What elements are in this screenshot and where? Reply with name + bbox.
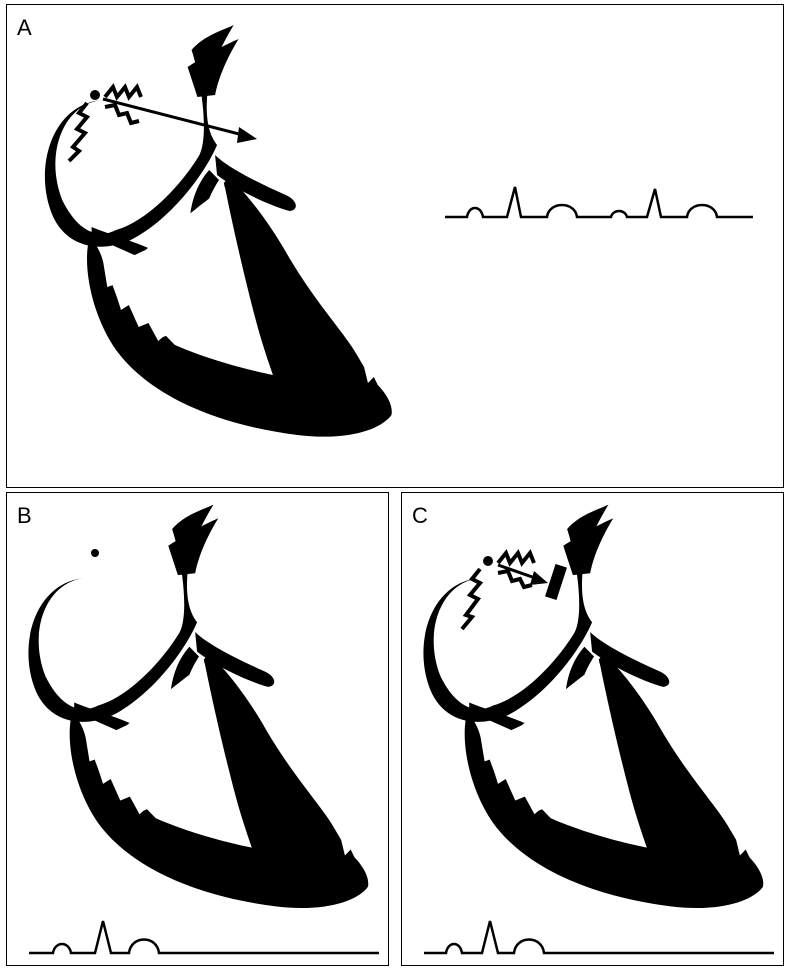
panel-c-drawing	[402, 493, 783, 965]
panel-a: A	[6, 4, 784, 488]
heart-diagram	[45, 25, 392, 437]
sa-node	[91, 549, 99, 557]
ecg-trace	[445, 187, 753, 217]
ecg-trace	[424, 921, 774, 953]
panel-b-drawing	[7, 493, 388, 965]
sa-node	[90, 90, 100, 100]
ecg-trace	[29, 921, 379, 953]
sa-node	[483, 556, 493, 566]
heart-diagram	[28, 505, 368, 908]
panel-b: B	[6, 492, 389, 966]
heart-diagram	[423, 505, 763, 908]
panel-c: C	[401, 492, 784, 966]
panel-a-drawing	[7, 5, 783, 487]
